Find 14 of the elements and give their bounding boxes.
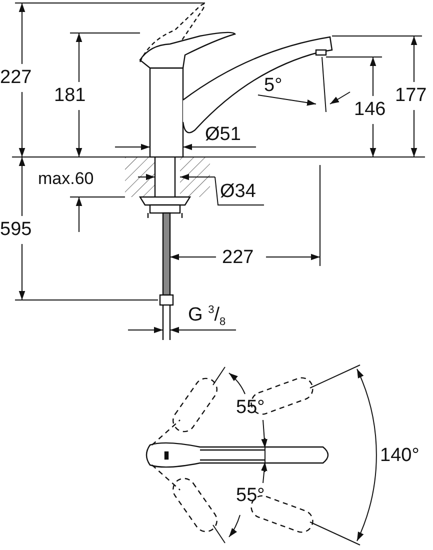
dimension-value: 181 bbox=[54, 86, 86, 105]
dimension-value: 177 bbox=[395, 86, 427, 105]
angle-value: 55° bbox=[236, 398, 265, 417]
dimension-value: 227 bbox=[0, 68, 32, 87]
angle-value: 55° bbox=[236, 486, 265, 505]
dimension-value: 146 bbox=[354, 100, 386, 119]
diameter-value: Ø51 bbox=[205, 125, 241, 144]
angle-value: 5° bbox=[264, 76, 282, 95]
thread-size: G $^{3}$/$_{8}$ bbox=[188, 305, 226, 328]
dimension-value: max.60 bbox=[38, 170, 94, 187]
dimension-value: 227 bbox=[222, 248, 254, 267]
diameter-value: Ø34 bbox=[220, 182, 256, 201]
dimension-value: 595 bbox=[0, 220, 32, 239]
angle-value: 140° bbox=[380, 446, 420, 465]
